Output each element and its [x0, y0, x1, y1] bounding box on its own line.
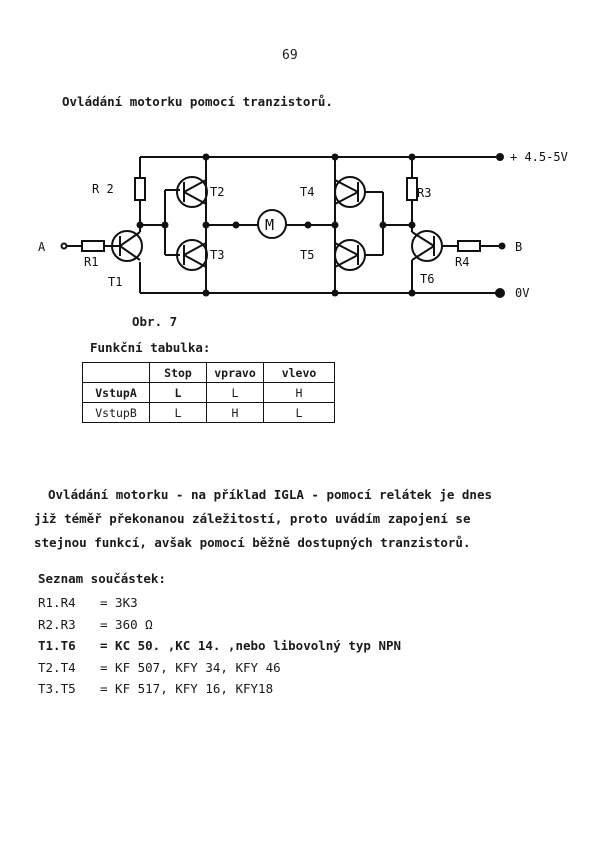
transistor-t3 — [176, 239, 208, 271]
paragraph-line: Ovládání motorku - na příklad IGLA - pom… — [48, 487, 493, 502]
input-a-label: A — [38, 240, 46, 254]
cell: H — [206, 402, 264, 423]
table-title: Funkční tabulka: — [90, 340, 211, 355]
ground-terminal — [495, 288, 505, 298]
t6-label: T6 — [420, 272, 434, 286]
header-cell: Stop — [149, 362, 207, 383]
cell: L — [149, 382, 207, 403]
transistor-t2 — [176, 176, 208, 208]
t1-label: T1 — [108, 275, 122, 289]
header-cell: vpravo — [206, 362, 264, 383]
supply-label: + 4.5-5V — [510, 150, 568, 164]
part-item: T1.T6= KC 50. ,KC 14. ,nebo libovolný ty… — [38, 638, 402, 653]
cell: L — [149, 402, 207, 423]
header-cell: vlevo — [263, 362, 335, 383]
ground-label: 0V — [515, 286, 529, 300]
t4-label: T4 — [300, 185, 314, 199]
part-item: T3.T5= KF 517, KFY 16, KFY18 — [38, 681, 274, 696]
resistor-r3 — [406, 177, 418, 201]
cell: L — [263, 402, 335, 423]
input-b-label: B — [515, 240, 522, 254]
supply-terminal — [496, 153, 504, 161]
paragraph-line: stejnou funkcí, avšak pomocí běžně dostu… — [34, 535, 471, 550]
t2-label: T2 — [210, 185, 224, 199]
parts-list: R1.R4= 3K3 R2.R3= 360 Ω T1.T6= KC 50. ,K… — [38, 592, 401, 700]
part-item: T2.T4= KF 507, KFY 34, KFY 46 — [38, 659, 281, 675]
cell: VstupA — [82, 382, 150, 403]
circuit-diagram: + 4.5-5V 0V A B M R1 R 2 R3 R4 T1 T2 T3 … — [38, 150, 568, 300]
paragraph-line: již téměř překonanou záležitostí, proto … — [34, 511, 471, 526]
page-number: 69 — [282, 48, 298, 63]
cell: H — [263, 382, 335, 403]
motor-label: M — [265, 216, 274, 234]
t3-label: T3 — [210, 248, 224, 262]
part-item: R2.R3= 360 Ω — [38, 616, 153, 632]
r3-label: R3 — [417, 186, 431, 200]
parts-title: Seznam součástek: — [38, 571, 166, 586]
cell: VstupB — [82, 402, 150, 423]
t5-label: T5 — [300, 248, 314, 262]
resistor-r2 — [134, 177, 146, 201]
cell: L — [206, 382, 264, 403]
r1-label: R1 — [84, 255, 98, 269]
resistor-r1 — [81, 240, 105, 252]
figure-caption: Obr. 7 — [132, 314, 178, 329]
resistor-r4 — [457, 240, 481, 252]
header-cell — [82, 362, 150, 383]
r2-label: R 2 — [92, 182, 114, 196]
section-title: Ovládání motorku pomocí tranzistorů. — [62, 94, 333, 109]
part-item: R1.R4= 3K3 — [38, 595, 138, 610]
r4-label: R4 — [455, 255, 469, 269]
